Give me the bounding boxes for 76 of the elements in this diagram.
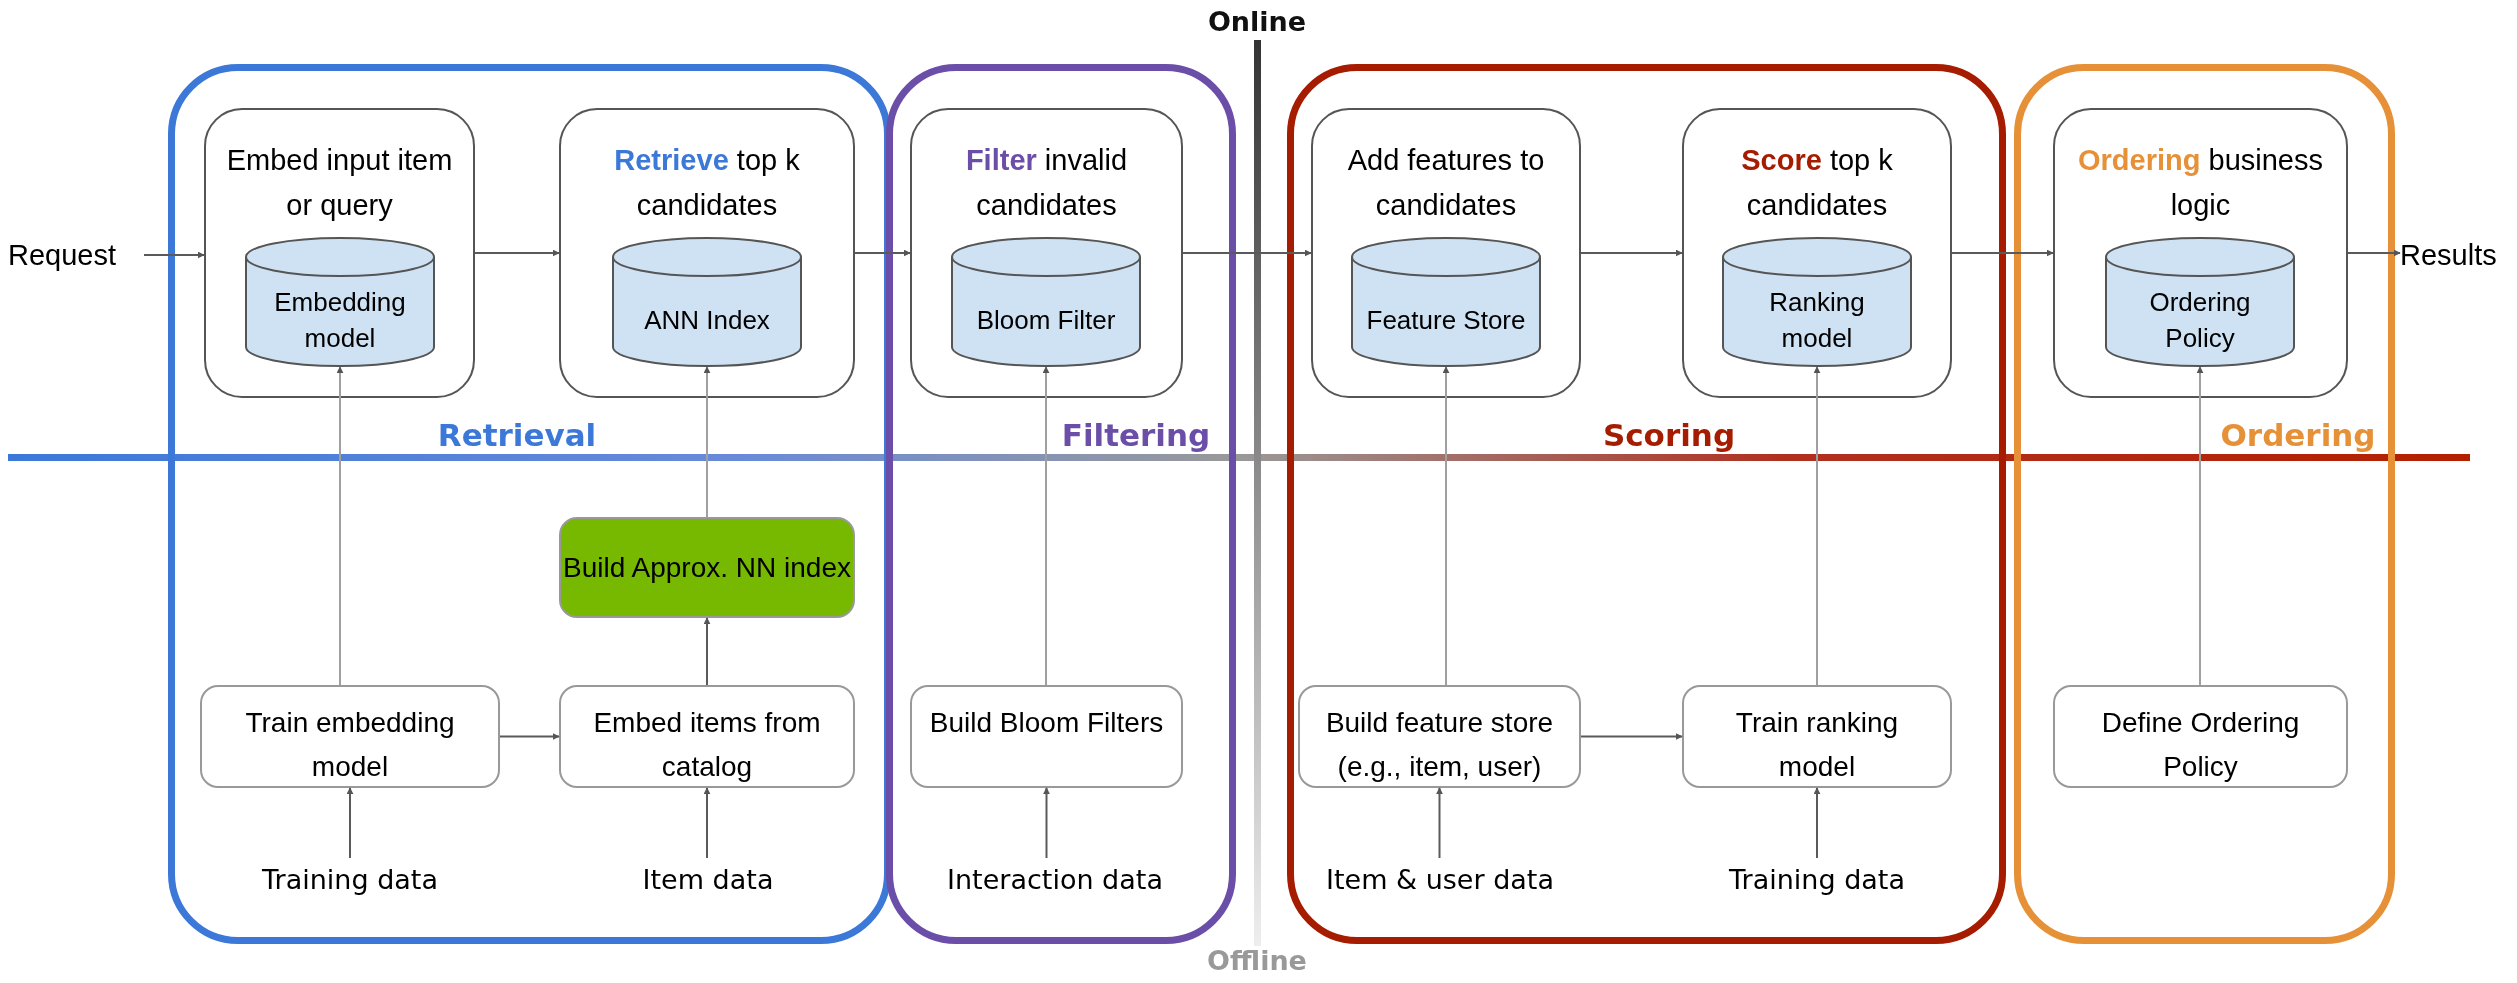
task-label: Build Bloom Filters [928,706,1165,740]
data-source-label: Item data [608,858,808,902]
stage-box [2053,108,2348,398]
stage-box [1311,108,1581,398]
arrow [703,787,711,859]
arrow [336,366,344,686]
task-label: Embed items from catalog [592,706,822,784]
arrow [1580,249,1683,257]
arrow [143,251,205,259]
stage-box [204,108,475,398]
data-source-label: Item & user data [1300,858,1580,902]
database-cylinder [612,237,802,367]
task-label: Define Ordering Policy [2100,706,2301,784]
database-cylinder [1351,237,1541,367]
task-box [559,685,855,788]
section-panel [1287,64,2006,944]
stage-heading: Ordering business logic [2077,143,2324,223]
database-cylinder [245,237,435,367]
database-label: Ranking model [1768,286,1866,355]
task-box [1682,685,1952,788]
arrow [499,733,560,740]
arrow [1043,787,1050,859]
task-box [1298,685,1581,788]
stage-heading: Retrieve top k candidates [613,143,801,223]
data-source-label: Interaction data [935,858,1175,902]
task-label: Train ranking model [1734,706,1900,784]
database-label: Ordering Policy [2148,286,2252,355]
io-label: Request [8,232,144,278]
arrow [1951,249,2054,257]
task-label: Build feature store (e.g., item, user) [1324,706,1555,784]
arrow [346,787,354,859]
arrow [1813,366,1821,686]
section-label: Retrieval [437,417,597,453]
database-cylinder [1722,237,1912,367]
stage-box [559,108,855,398]
io-label: Results [2400,232,2515,278]
arrow [854,249,911,257]
arrow [1436,787,1443,859]
arrow [1442,366,1450,686]
task-label: Train embedding model [244,706,456,784]
stage-heading: Add features to candidates [1346,143,1546,223]
task-box [2053,685,2348,788]
mode-label: Online [1207,6,1307,37]
stage-box [1682,108,1952,398]
section-label: Scoring [1602,417,1736,453]
task-box [910,685,1183,788]
task-label: Build Approx. NN index [563,550,851,585]
stage-heading: Score top k candidates [1740,143,1894,223]
section-panel [2014,64,2395,944]
arrow [2196,366,2204,686]
data-source-label: Training data [1697,858,1937,902]
section-panel [886,64,1236,944]
section-label: Filtering [1061,417,1211,453]
arrow [1813,787,1821,859]
arrow [1182,249,1312,257]
arrow [1580,733,1683,740]
stage-heading: Embed input item or query [225,143,454,223]
section-label: Ordering [2220,417,2376,453]
data-source-label: Training data [230,858,470,902]
database-label: Bloom Filter [975,304,1117,337]
highlighted-task-box [559,517,855,618]
arrow [1042,366,1050,686]
mode-label: Offline [1207,945,1307,976]
database-label: Feature Store [1365,304,1527,337]
arrow [703,366,711,518]
database-label: Embedding model [273,286,407,355]
database-cylinder [951,237,1141,367]
database-cylinder [2105,237,2295,367]
database-label: ANN Index [643,304,771,337]
arrow [703,617,711,686]
arrow [474,249,560,257]
stage-box [910,108,1183,398]
section-panel [168,64,891,944]
arrow [2347,249,2401,257]
stage-heading: Filter invalid candidates [964,143,1129,223]
task-box [200,685,500,788]
